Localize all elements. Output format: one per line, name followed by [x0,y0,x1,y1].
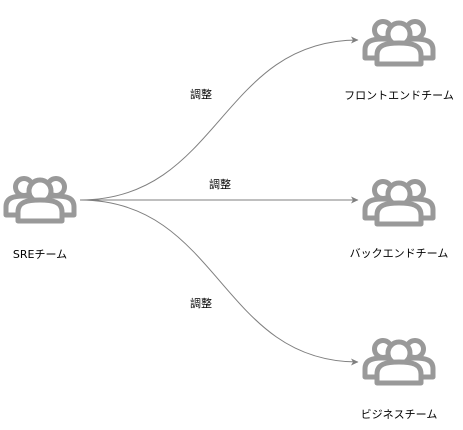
edge-sre-business [79,199,359,366]
user-group-icon [365,341,433,384]
node-label-backend: バックエンドチーム [349,247,449,260]
edge-label-frontend: 調整 [189,88,213,102]
node-label-sre: SREチーム [12,248,68,261]
edge-label-backend: 調整 [208,178,232,192]
user-group-icon [6,179,74,222]
node-label-frontend: フロントエンドチーム [344,89,454,102]
user-group-icon [365,22,433,65]
node-label-business: ビジネスチーム [360,408,438,421]
user-group-icon [365,182,433,225]
edge-label-business: 調整 [189,297,213,311]
edge-sre-frontend [79,36,359,201]
